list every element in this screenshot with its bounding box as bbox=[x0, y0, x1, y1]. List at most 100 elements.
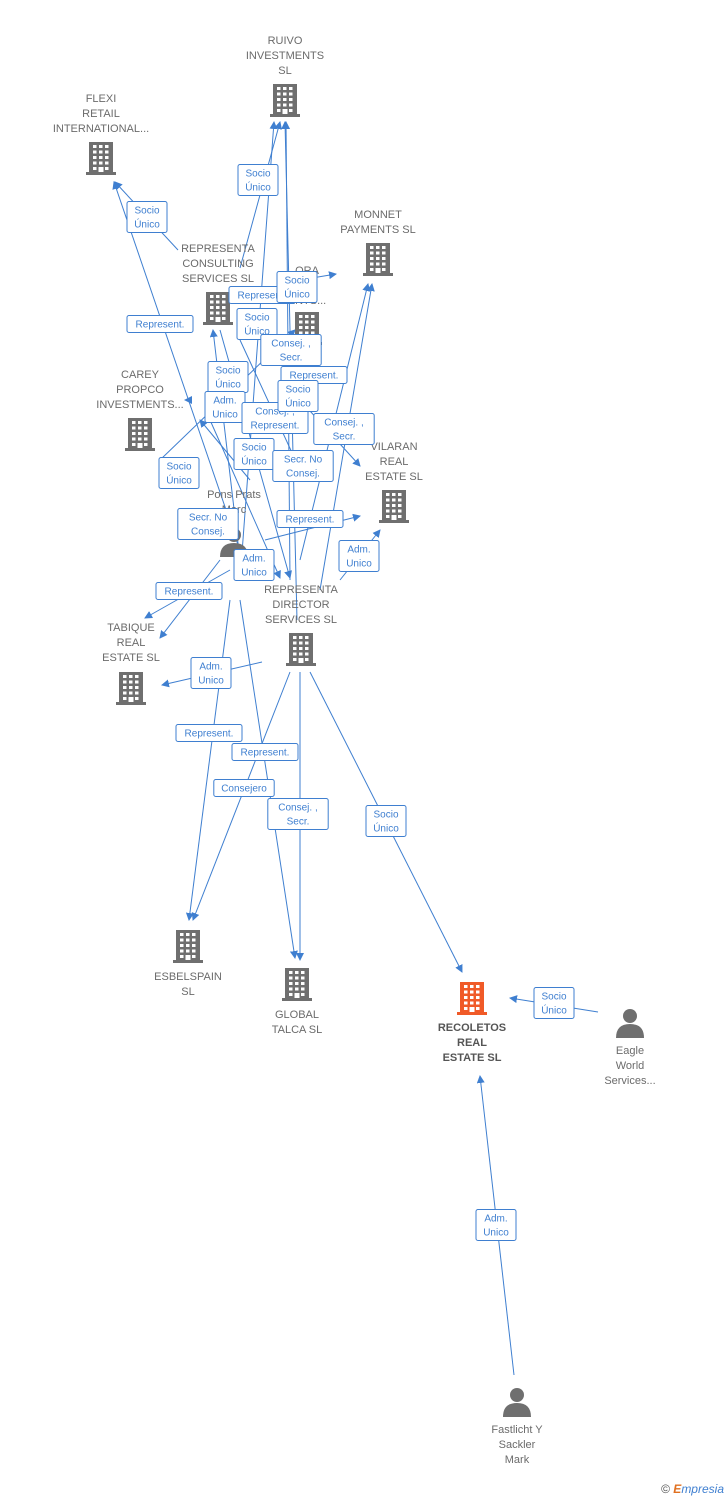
relation-label-text: Represent. bbox=[290, 371, 339, 382]
building-icon bbox=[116, 672, 146, 705]
relation-label-text: Adm. bbox=[484, 1214, 507, 1225]
node-label: VILARAN bbox=[370, 441, 417, 453]
relation-label[interactable]: Represent. bbox=[155, 582, 223, 600]
node-label: Sackler bbox=[499, 1439, 536, 1451]
relation-label[interactable]: Consej. , Secr. bbox=[313, 413, 375, 445]
relation-label[interactable]: Consej. ,Secr. bbox=[267, 798, 329, 830]
relation-label-text: Único bbox=[285, 397, 311, 410]
relation-label[interactable]: Consejero bbox=[213, 779, 275, 797]
relation-label-text: Socio bbox=[245, 169, 270, 180]
relation-label[interactable]: Represent. bbox=[126, 315, 194, 333]
node-label: RECOLETOS bbox=[438, 1022, 506, 1034]
relation-label-text: Socio bbox=[134, 206, 159, 217]
relation-label-text: Socio bbox=[241, 443, 266, 454]
building-icon bbox=[203, 292, 233, 325]
building-icon bbox=[379, 490, 409, 523]
relation-label-text: Socio bbox=[373, 810, 398, 821]
relation-label-text: Adm. bbox=[242, 554, 265, 565]
relation-label[interactable]: Adm.Unico bbox=[204, 391, 246, 423]
node-label: TALCA SL bbox=[272, 1024, 323, 1036]
relation-label[interactable]: Consej. ,Secr. bbox=[260, 334, 322, 366]
relation-label-text: Secr. bbox=[280, 353, 303, 364]
relation-label-text: Unico bbox=[346, 559, 372, 570]
relation-label-text: Secr. bbox=[333, 432, 356, 443]
relation-label-text: Consejero bbox=[221, 784, 267, 795]
node-eagle[interactable]: EagleWorldServices... bbox=[604, 1009, 656, 1087]
relation-label[interactable]: Represent. bbox=[231, 743, 299, 761]
node-label: REPRESENTA bbox=[181, 243, 255, 255]
relation-label-text: Represent. bbox=[251, 421, 300, 432]
node-carey[interactable]: CAREYPROPCOINVESTMENTS... bbox=[96, 369, 184, 451]
relation-label-text: Adm. bbox=[347, 545, 370, 556]
node-label: SL bbox=[278, 65, 291, 77]
relation-label-text: Único bbox=[284, 288, 310, 301]
relation-label[interactable]: Secr. No Consej. bbox=[272, 450, 334, 482]
node-label: TABIQUE bbox=[107, 622, 154, 634]
node-label: RUIVO bbox=[268, 35, 303, 47]
node-label: INTERNATIONAL... bbox=[53, 123, 149, 135]
relation-label-text: Represent. bbox=[185, 729, 234, 740]
node-label: ESTATE SL bbox=[102, 652, 160, 664]
relation-label[interactable]: Adm.Unico bbox=[190, 657, 232, 689]
node-label: Services... bbox=[604, 1075, 655, 1087]
building-icon bbox=[173, 930, 203, 963]
relation-label[interactable]: Adm.Unico bbox=[233, 549, 275, 581]
footer-brand: © Empresia bbox=[661, 1482, 724, 1496]
node-label: Pons Prats bbox=[207, 489, 261, 501]
node-label: INVESTMENTS bbox=[246, 50, 324, 62]
relation-label-text: Socio bbox=[215, 366, 240, 377]
building-icon bbox=[282, 968, 312, 1001]
relation-label-text: Represent. bbox=[136, 320, 185, 331]
relation-label[interactable]: Represent. bbox=[276, 510, 344, 528]
node-label: Eagle bbox=[616, 1045, 644, 1057]
node-label: PAYMENTS SL bbox=[340, 224, 415, 236]
relation-label-text: Secr. No bbox=[284, 455, 323, 466]
building-icon bbox=[125, 418, 155, 451]
relation-label[interactable]: Represent. bbox=[175, 724, 243, 742]
node-flexi[interactable]: FLEXIRETAILINTERNATIONAL... bbox=[53, 93, 149, 175]
relation-edge bbox=[239, 121, 278, 581]
relation-label[interactable]: Adm.Unico bbox=[475, 1209, 517, 1241]
node-label: ESTATE SL bbox=[365, 471, 423, 483]
relation-label[interactable]: Adm. Unico bbox=[338, 540, 380, 572]
relation-label-text: Socio bbox=[166, 462, 191, 473]
building-icon bbox=[286, 633, 316, 666]
relation-label-text: Consej. bbox=[286, 469, 320, 480]
relation-label-text: Represent. bbox=[165, 587, 214, 598]
relation-label-text: Único bbox=[245, 181, 271, 194]
relation-label-text: Represent. bbox=[286, 515, 335, 526]
copyright-icon: © bbox=[661, 1482, 670, 1496]
node-label: PROPCO bbox=[116, 384, 164, 396]
relation-label-text: Único bbox=[241, 455, 267, 468]
node-label: Fastlicht Y bbox=[491, 1424, 543, 1436]
node-ruivo[interactable]: RUIVO INVESTMENTS SL bbox=[246, 35, 324, 117]
relation-label-text: Adm. bbox=[199, 662, 222, 673]
relation-label-text: Consej. , bbox=[324, 418, 363, 429]
relation-label-text: Secr. No bbox=[189, 513, 228, 524]
relation-label-text: Represent. bbox=[241, 748, 290, 759]
node-label: SL bbox=[181, 986, 194, 998]
brand-logo-text: mpresia bbox=[681, 1482, 724, 1496]
node-label: REPRESENTA bbox=[264, 584, 338, 596]
